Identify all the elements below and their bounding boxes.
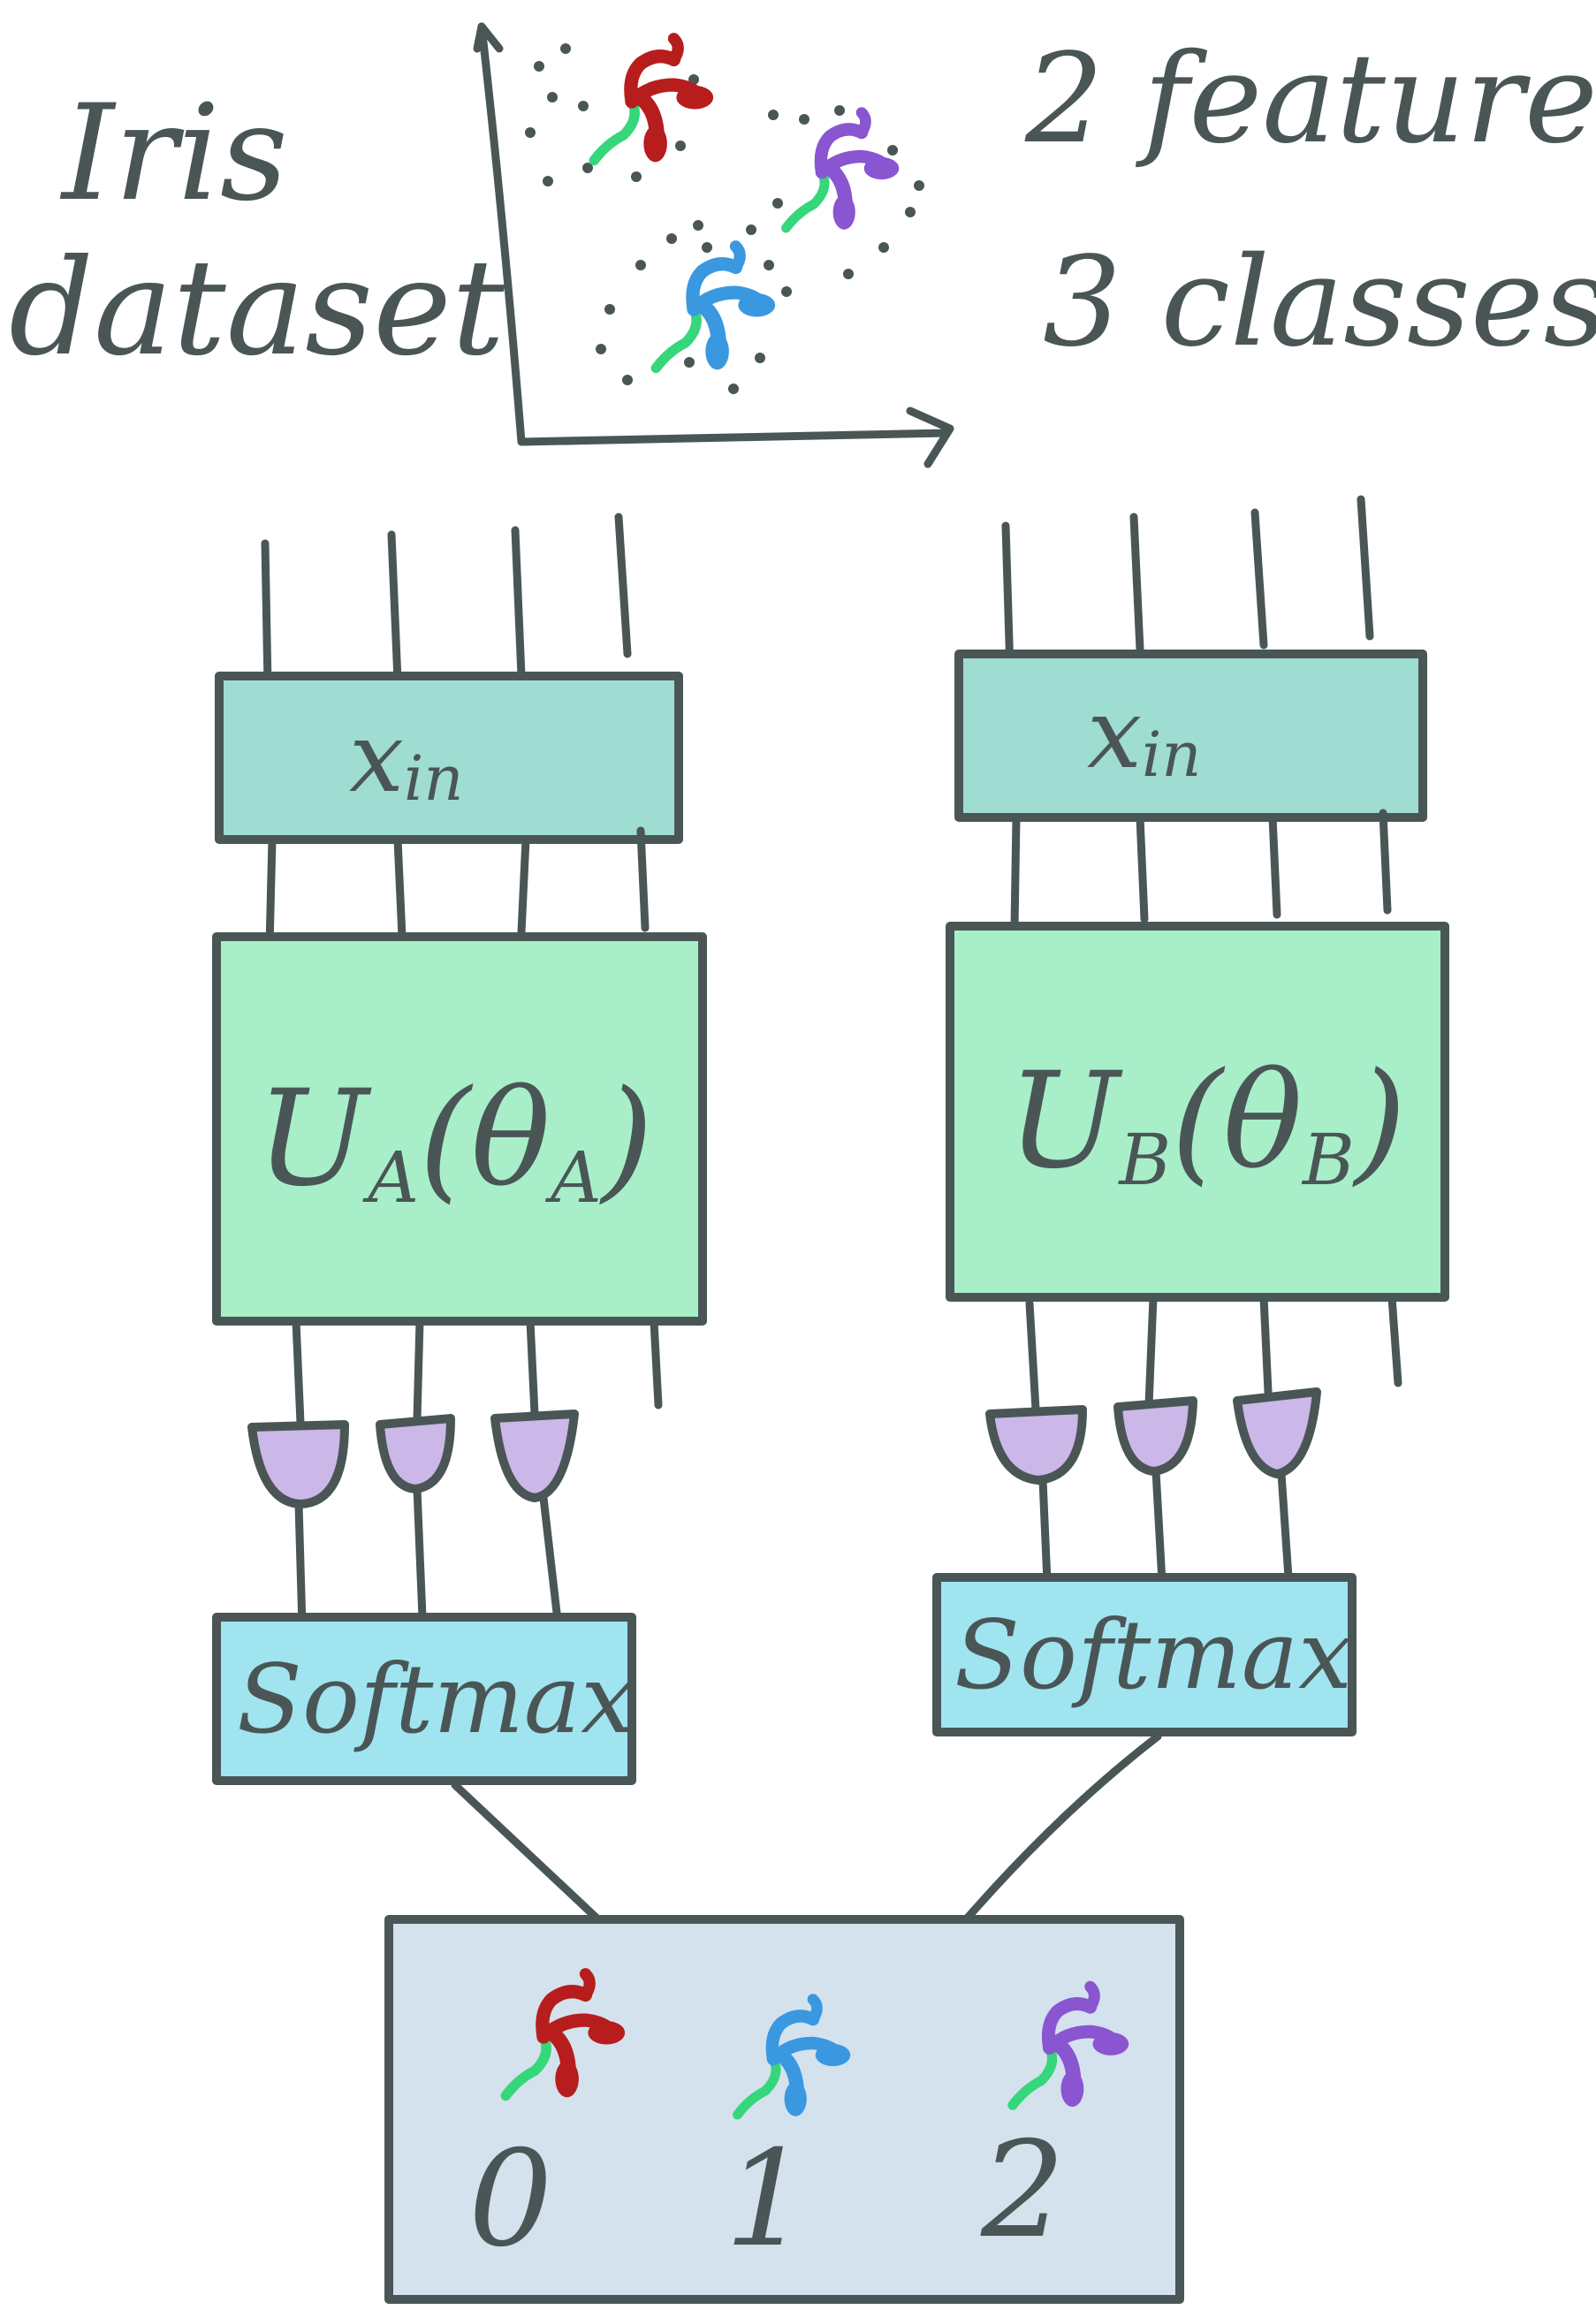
circuit-b-softmax-label: Softmax	[954, 1600, 1352, 1711]
scatter-plot	[473, 22, 954, 468]
circuit-b: xin UB(θB) Softmax	[932, 495, 1449, 1736]
circuit-b-unitary-box	[946, 922, 1449, 1302]
circuit-a-unitary-box	[212, 932, 707, 1326]
class-label-1: 1	[725, 2123, 809, 2276]
circuit-a-softmax-box	[212, 1613, 636, 1785]
circuit-b-wires-mid	[1010, 809, 1392, 932]
connector-a-to-output	[451, 1781, 605, 1926]
circuit-b-encoding-label: xin	[1087, 677, 1202, 791]
class-label-2: 2	[980, 2114, 1065, 2268]
measurement-cup	[985, 1405, 1087, 1485]
circuit-a-encoding-box	[215, 672, 683, 844]
purple-iris-flower-icon	[786, 112, 900, 230]
title-dataset: dataset	[9, 232, 505, 385]
title-iris: Iris	[59, 77, 288, 231]
circuit-b-encoding-box	[954, 650, 1427, 822]
blue-iris-flower-icon	[656, 246, 776, 370]
output-panel	[384, 1915, 1184, 2304]
measurement-cup	[490, 1410, 579, 1502]
circuit-b-unitary-label: UB(θB)	[1007, 1045, 1406, 1201]
info-features: 2 features	[1024, 27, 1596, 171]
connector-b-to-output	[963, 1732, 1162, 1922]
circuit-a-input-wires	[261, 513, 632, 689]
circuit-b-wires-lower	[1025, 1293, 1402, 1414]
axes-lines	[477, 22, 950, 446]
circuit-a-softmax-label: Softmax	[237, 1645, 635, 1755]
info-classes: 3 classes	[1043, 231, 1596, 375]
circuit-b-measurements	[985, 1387, 1321, 1485]
circuit-b-softmax-box	[932, 1573, 1357, 1736]
circuit-a-unitary-label: UA(θA)	[256, 1062, 653, 1219]
circuit-b-wires-bottom	[1038, 1467, 1293, 1586]
measurement-cup	[1113, 1396, 1197, 1476]
class-label-0: 0	[468, 2123, 552, 2276]
red-iris-flower-icon	[594, 38, 714, 163]
circuit-a-encoding-label: xin	[349, 701, 464, 815]
measurement-cup	[247, 1420, 349, 1508]
circuit-a-wires-mid	[265, 826, 650, 950]
circuit-a: xin UA(θA) Softmax	[212, 513, 707, 1785]
x-axis-arrow	[906, 407, 954, 468]
circuit-a-wires-lower	[292, 1317, 663, 1427]
circuit-a-wires-bottom	[294, 1485, 561, 1630]
measurement-cup	[1233, 1387, 1321, 1478]
measurement-cup	[376, 1414, 455, 1493]
circuit-b-input-wires	[1001, 495, 1374, 676]
circuit-a-measurements	[247, 1410, 579, 1508]
output-box: 0 1 2	[384, 1915, 1184, 2304]
